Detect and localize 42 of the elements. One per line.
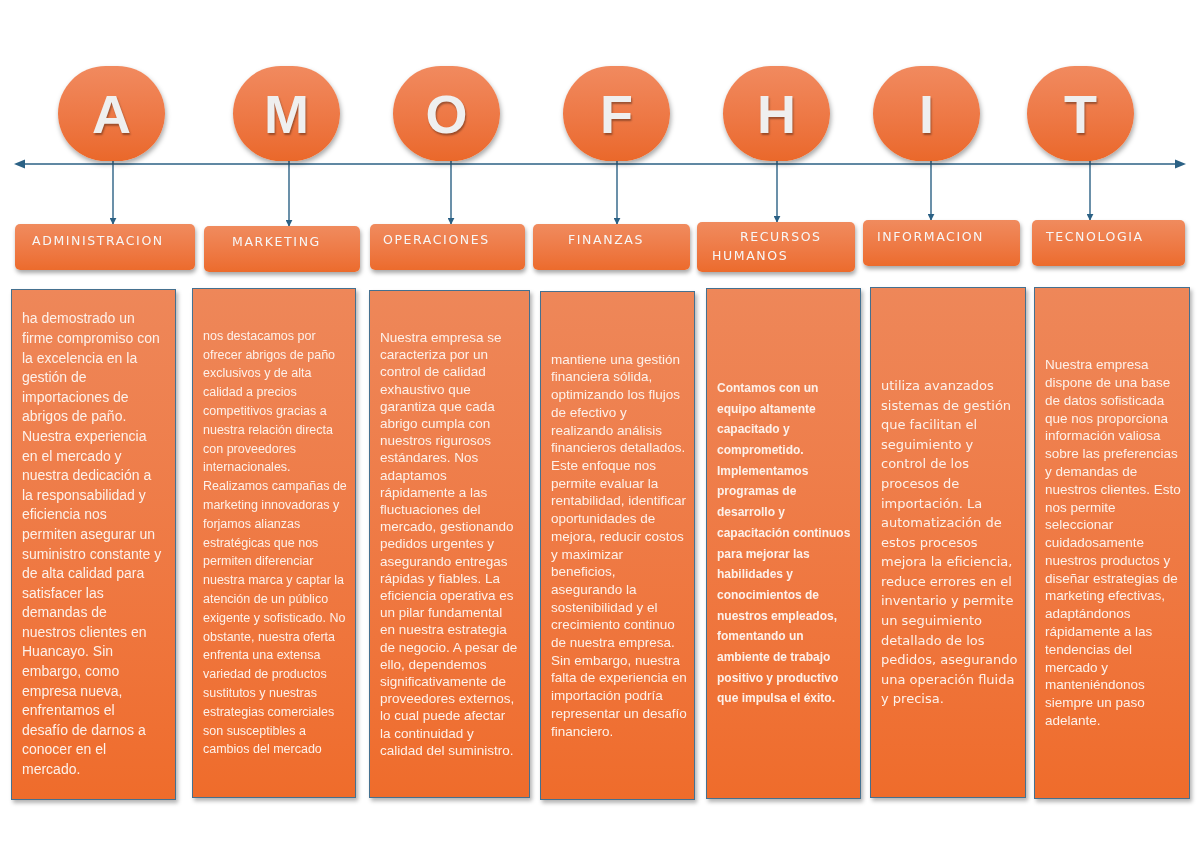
category-label: TECNOLOGIA <box>1046 228 1145 246</box>
category-label: RECURSOS HUMANOS <box>712 228 823 265</box>
arrow <box>613 160 621 225</box>
description-text: utiliza avanzados sistemas de gestión que facilitan el seguimiento y control de los procesos de importación. La automatización de estos procesos mejora la eficiencia, reduce errores en el inventario y permite un seguimiento detallado de los pedidos, asegurando una operación fluida y precisa. <box>881 376 1018 709</box>
category-banner <box>1032 220 1185 266</box>
description-card <box>706 288 861 799</box>
description-card <box>192 288 356 798</box>
circle-letter: O <box>425 83 468 144</box>
circle-letter: H <box>757 83 796 144</box>
category-label: INFORMACION <box>877 228 986 246</box>
arrow <box>285 160 293 227</box>
description-text: ha demostrado un firme compromiso con la excelencia en la gestión de importaciones de abrigos de paño. Nuestra experiencia en el mercado y nuestra dedicación a la responsabilidad y eficiencia nos permiten asegurar un suministro constante y de alta calidad para satisfacer las demandas de nuestros clientes en Huancayo. Sin embargo, como empresa nueva, enfrentamos el desafío de darnos a conocer en el mercado. <box>22 309 163 780</box>
circle-letter: T <box>1064 83 1097 144</box>
description-card <box>1034 287 1190 799</box>
description-text: mantiene una gestión financiera sólida, optimizando los flujos de efectivo y realizando análisis financieros detallados. Este enfoque nos permite evaluar la rentabilidad, identificar oportunidades de mejora, reducir costos y maximizar beneficios, asegurando la sostenibilidad y el crecimiento continuo de nuestra empresa. Sin embargo, nuestra falta de experiencia en importación podría representar un desafío financiero. <box>551 350 687 741</box>
category-banner <box>204 226 360 272</box>
arrow <box>1086 159 1094 221</box>
circle-letter: M <box>264 83 309 144</box>
category-label: ADMINISTRACION <box>32 232 165 250</box>
arrow <box>447 160 455 225</box>
category-label: MARKETING <box>232 233 322 251</box>
circle-letter: A <box>92 83 131 144</box>
circle-letter: F <box>600 83 633 144</box>
description-card <box>870 287 1026 798</box>
category-banner <box>863 220 1020 266</box>
description-card <box>540 291 695 800</box>
arrow <box>773 160 781 223</box>
category-label: FINANZAS <box>568 231 645 249</box>
description-text: Nuestra empresa se caracteriza por un control de calidad exhaustivo que garantiza que cada abrigo cumpla con nuestros rigurosos estándares. Nos adaptamos rápidamente a las fluctuaciones del mercado, gestionando pedidos urgentes y asegurando entregas rápidas y fiables. La eficiencia operativa es un pilar fundamental en nuestra estrategia de negocio. A pesar de ello, dependemos significativamente de proveedores externos, lo cual puede afectar la continuidad y calidad del suministro. <box>380 328 519 760</box>
category-label: OPERACIONES <box>383 231 491 249</box>
description-card <box>369 290 530 798</box>
circle-letter: I <box>919 83 934 144</box>
category-banner <box>533 224 690 270</box>
arrow <box>109 160 117 225</box>
arrow <box>927 160 935 221</box>
category-banner <box>370 224 525 270</box>
description-text: Nuestra empresa dispone de una base de datos sofisticada que nos proporciona información valiosa sobre las preferencias y demandas de nuestros clientes. Esto nos permite seleccionar cuidadosamente nuestros productos y diseñar estrategias de marketing efectivas, adaptándonos rápidamente a las tendencias del mercado y manteniéndonos siempre un paso adelante. <box>1045 356 1182 730</box>
category-banner <box>697 222 855 272</box>
description-text: Contamos con un equipo altamente capacitado y comprometido. Implementamos programas de desarrollo y capacitación continuos para mejorar las habilidades y conocimientos de nuestros empleados, fomentando un ambiente de trabajo positivo y productivo que impulsa el éxito. <box>717 379 852 708</box>
description-text: nos destacamos por ofrecer abrigos de paño exclusivos y de alta calidad a precios competitivos gracias a nuestra relación directa con proveedores internacionales. Realizamos campañas de marketing innovadoras y forjamos alianzas estratégicas que nos permiten diferenciar nuestra marca y captar la atención de un público exigente y sofisticado. No obstante, nuestra oferta enfrenta una extensa variedad de productos sustitutos y nuestras estrategias comerciales son susceptibles a cambios del mercado <box>203 327 348 759</box>
description-card <box>11 289 176 800</box>
category-banner <box>15 224 195 270</box>
